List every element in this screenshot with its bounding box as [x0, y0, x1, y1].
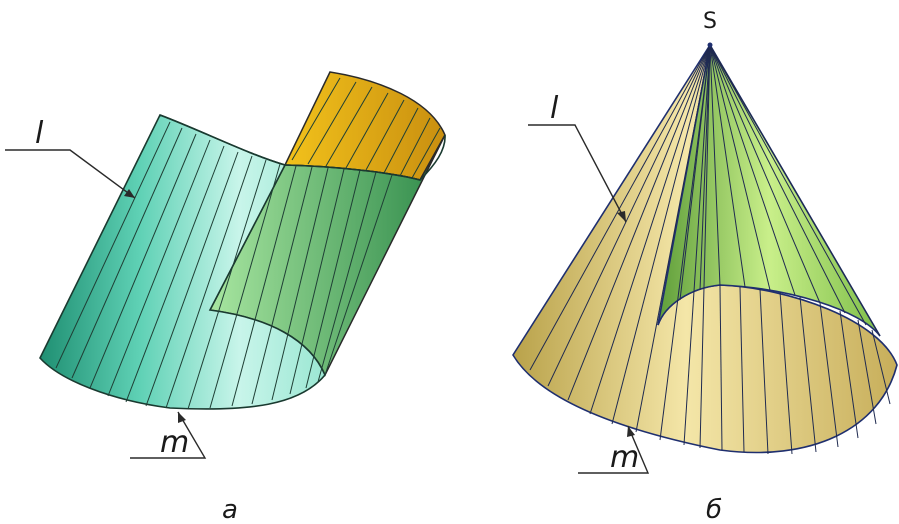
cone-apex — [708, 43, 713, 48]
right-generatrix-label: l — [550, 91, 559, 126]
cylinder-m-arrowhead — [178, 412, 186, 423]
left-caption: a — [222, 495, 238, 524]
conical-surface — [513, 43, 897, 474]
cylindrical-surface — [5, 72, 445, 458]
left-directrix-label: m — [160, 425, 189, 460]
cylinder-l-leader — [5, 150, 135, 198]
cone-apex-label: S — [703, 9, 717, 34]
right-directrix-label: m — [610, 440, 639, 475]
cylinder-inner-upper — [285, 72, 445, 180]
right-caption: б — [706, 495, 722, 524]
left-generatrix-label: l — [35, 116, 44, 151]
